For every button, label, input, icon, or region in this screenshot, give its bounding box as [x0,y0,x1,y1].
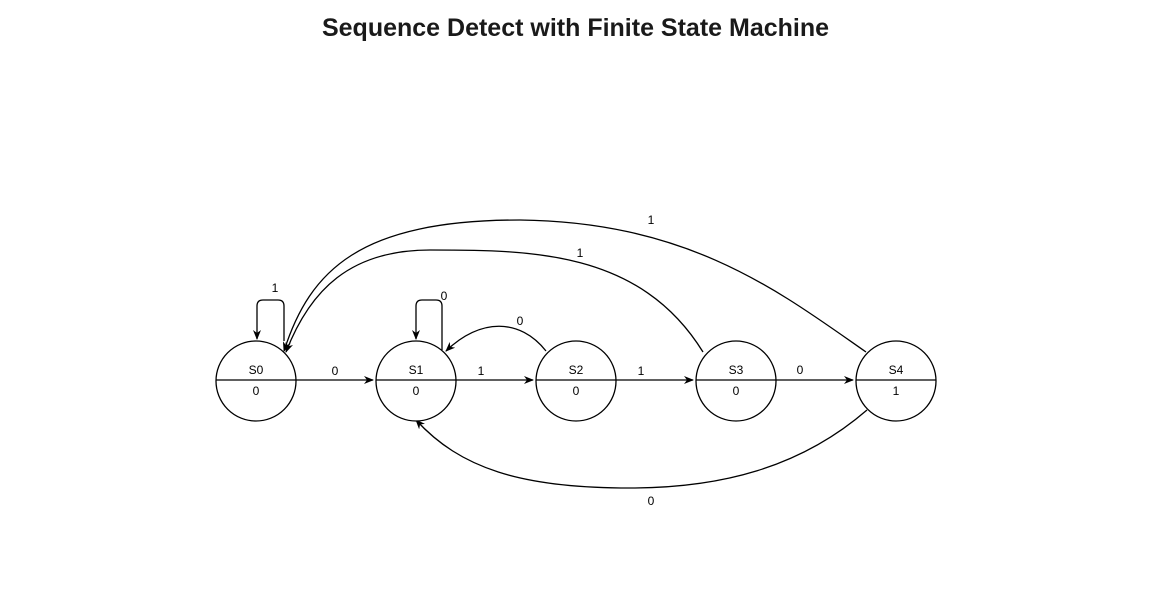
state-name-s0: S0 [249,363,264,377]
transition-label-s4-s0: 1 [648,213,655,227]
transition-label-s0-s1: 0 [332,364,339,378]
state-output-s0: 0 [253,384,260,398]
state-s0[interactable]: S0 0 [215,340,297,422]
state-s3[interactable]: S3 0 [695,340,777,422]
state-output-s2: 0 [573,384,580,398]
transition-label-s3-s0: 1 [577,246,584,260]
transition-labels: 1 0 0 1 0 1 0 1 1 0 [272,213,804,508]
state-s4[interactable]: S4 1 [855,340,937,422]
transition-label-s2-s3: 1 [638,364,645,378]
transition-label-s1-s2: 1 [478,364,485,378]
transitions [253,219,868,489]
state-s1[interactable]: S1 0 [375,340,457,422]
transition-s2-to-s1[interactable] [445,325,547,352]
state-output-s4: 1 [893,384,900,398]
transition-s1-to-s1[interactable] [412,299,443,350]
diagram-title: Sequence Detect with Finite State Machin… [321,14,830,42]
state-name-s3: S3 [729,363,744,377]
state-output-s1: 0 [413,384,420,398]
transition-label-s4-s1: 0 [648,494,655,508]
transition-s4-to-s0[interactable] [282,219,867,353]
state-s2[interactable]: S2 0 [535,340,617,422]
transition-label-s2-s1: 0 [517,314,524,328]
state-name-s4: S4 [889,363,904,377]
transition-s3-to-s0[interactable] [285,249,704,353]
transition-label-s1-s1: 0 [441,289,448,303]
transition-label-s3-s4: 0 [797,363,804,377]
transition-s0-to-s0[interactable] [253,299,285,341]
transition-label-s0-s0: 1 [272,281,279,295]
states: S0 0 S1 0 S2 0 S3 0 S4 1 [215,340,937,422]
state-output-s3: 0 [733,384,740,398]
transition-s4-to-s1[interactable] [415,409,868,489]
state-name-s1: S1 [409,363,424,377]
state-name-s2: S2 [569,363,584,377]
